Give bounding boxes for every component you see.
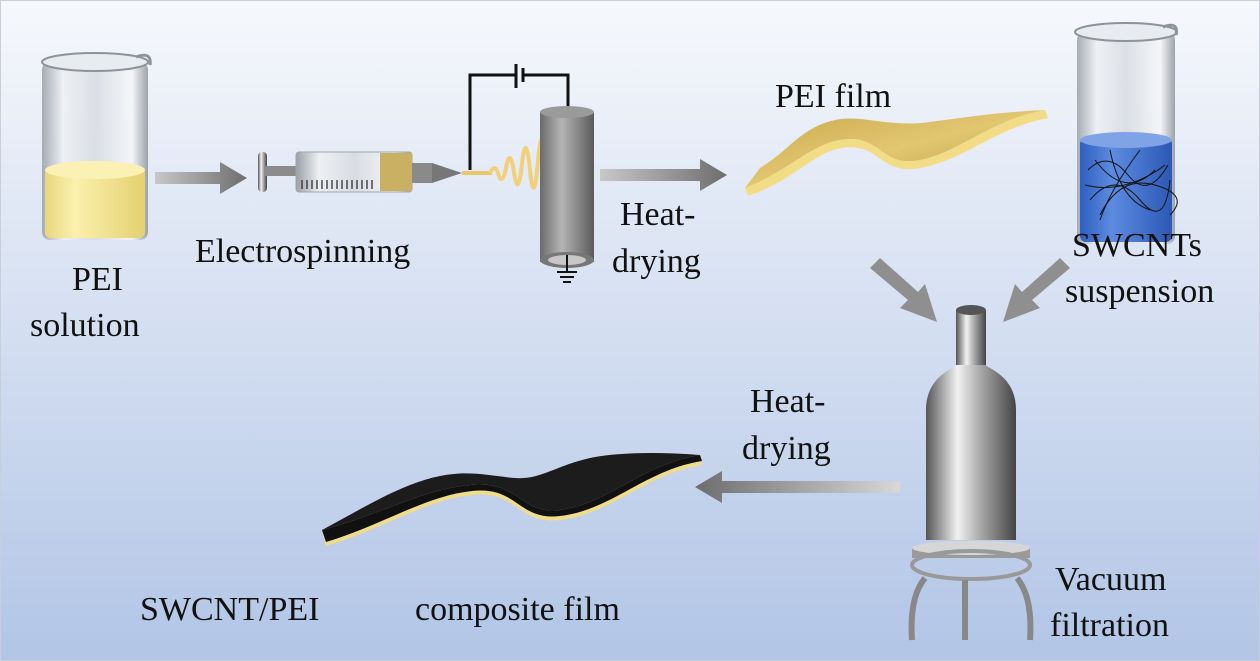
swcnt-suspension-beaker [1074,22,1178,244]
pei-film [745,110,1048,196]
arrow-suspension-to-filtration [1003,258,1070,322]
voltage-source-circuit [468,64,570,170]
heat-drying-label-2a: Heat- [750,383,826,420]
vacuum-label: Vacuum [1055,561,1166,598]
filtration-label: filtration [1050,607,1169,644]
arrow-to-composite-film [695,471,900,503]
pei-film-label: PEI film [775,78,891,115]
electrospinning-label: Electrospinning [195,233,410,270]
fiber-jet [488,138,546,190]
solution-label: solution [30,307,140,344]
heat-drying-label-1b: drying [612,243,701,280]
heat-drying-label-1a: Heat- [620,196,696,233]
swcnts-label: SWCNTs [1072,227,1202,264]
vacuum-filtration-apparatus [908,305,1034,641]
heat-drying-label-2b: drying [742,430,831,467]
composite-film-label: composite film [415,591,620,628]
syringe-icon [258,151,492,193]
swcnt-pei-label: SWCNT/PEI [140,591,319,628]
ground-icon [557,255,577,283]
pei-label: PEI [72,261,123,298]
arrow-to-pei-film [600,159,727,191]
composite-film [322,453,702,546]
pei-solution-beaker [41,52,152,240]
arrow-to-electrospinning [155,162,247,194]
collector-cylinder [540,106,594,268]
suspension-label: suspension [1065,273,1214,310]
arrow-film-to-filtration [870,258,937,322]
